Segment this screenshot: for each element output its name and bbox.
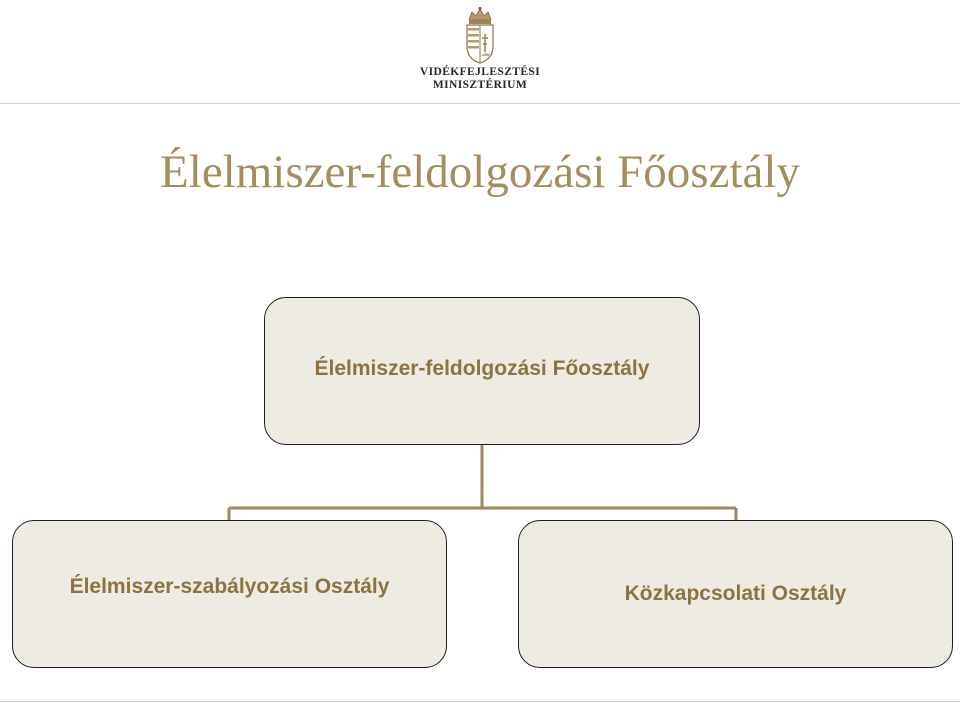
header-divider xyxy=(0,103,960,104)
org-node-regulation-label: Élelmiszer-szabályozási Osztály xyxy=(69,575,390,598)
org-node-regulation-unit: Élelmiszer-szabályozási Osztály xyxy=(12,520,447,668)
org-node-main-department: Élelmiszer-feldolgozási Főosztály xyxy=(264,297,700,445)
org-node-public-relations-label: Közkapcsolati Osztály xyxy=(624,582,847,605)
org-node-public-relations-unit: Közkapcsolati Osztály xyxy=(518,520,953,668)
hungarian-coat-of-arms-icon xyxy=(466,6,494,64)
footer-divider xyxy=(0,701,960,702)
ministry-name-line2: MINISZTÉRIUM xyxy=(432,79,528,91)
page-title: Élelmiszer-feldolgozási Főosztály xyxy=(160,146,800,198)
org-node-main-label: Élelmiszer-feldolgozási Főosztály xyxy=(314,357,650,380)
ministry-logo: VIDÉKFEJLESZTÉSI MINISZTÉRIUM xyxy=(0,0,960,100)
ministry-name-line1: VIDÉKFEJLESZTÉSI xyxy=(419,66,541,78)
